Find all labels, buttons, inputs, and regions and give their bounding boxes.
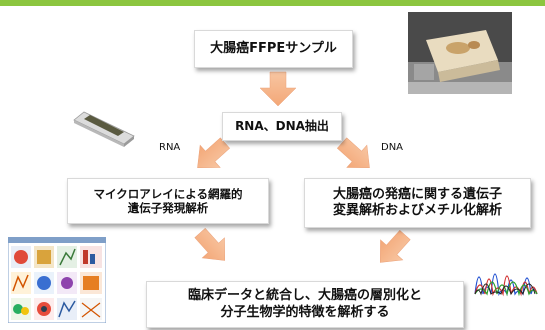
microarray-label-line1: マイクロアレイによる網羅的 xyxy=(93,186,243,201)
extraction-label: RNA、DNA抽出 xyxy=(235,119,329,133)
diagonal-arrow-rna xyxy=(197,137,231,169)
sequencing-chromatogram-icon xyxy=(473,240,539,298)
dna-branch-label: DNA xyxy=(381,142,404,153)
integration-box: 臨床データと統合し、大腸癌の層別化と 分子生物学的特徴を解析する xyxy=(146,281,464,328)
rna-branch-label: RNA xyxy=(159,142,181,153)
ffpe-block-photo-icon xyxy=(408,12,512,94)
mutation-methylation-box: 大腸癌の発癌に関する遺伝子 変異解析およびメチル化解析 xyxy=(304,178,531,228)
down-arrow-1 xyxy=(259,71,297,107)
integration-label-line1: 臨床データと統合し、大腸癌の層別化と xyxy=(187,288,422,304)
mutation-label-line1: 大腸癌の発癌に関する遺伝子 xyxy=(332,186,502,202)
merge-arrow-right xyxy=(379,229,411,263)
microarray-chip-icon xyxy=(73,111,135,147)
extraction-box: RNA、DNA抽出 xyxy=(222,112,342,141)
ffpe-sample-box: 大腸癌FFPEサンプル xyxy=(194,30,353,68)
top-accent-bar xyxy=(0,0,545,6)
merge-arrow-left xyxy=(194,227,226,261)
microarray-label-line2: 遺伝子発現解析 xyxy=(127,201,209,215)
ffpe-sample-label: 大腸癌FFPEサンプル xyxy=(210,40,337,56)
analysis-software-screenshot-icon xyxy=(8,237,106,323)
diagonal-arrow-dna xyxy=(336,137,370,169)
mutation-label-line2: 変異解析およびメチル化解析 xyxy=(332,203,502,218)
integration-label-line2: 分子生物学的特徴を解析する xyxy=(220,304,390,320)
microarray-box: マイクロアレイによる網羅的 遺伝子発現解析 xyxy=(67,178,269,224)
